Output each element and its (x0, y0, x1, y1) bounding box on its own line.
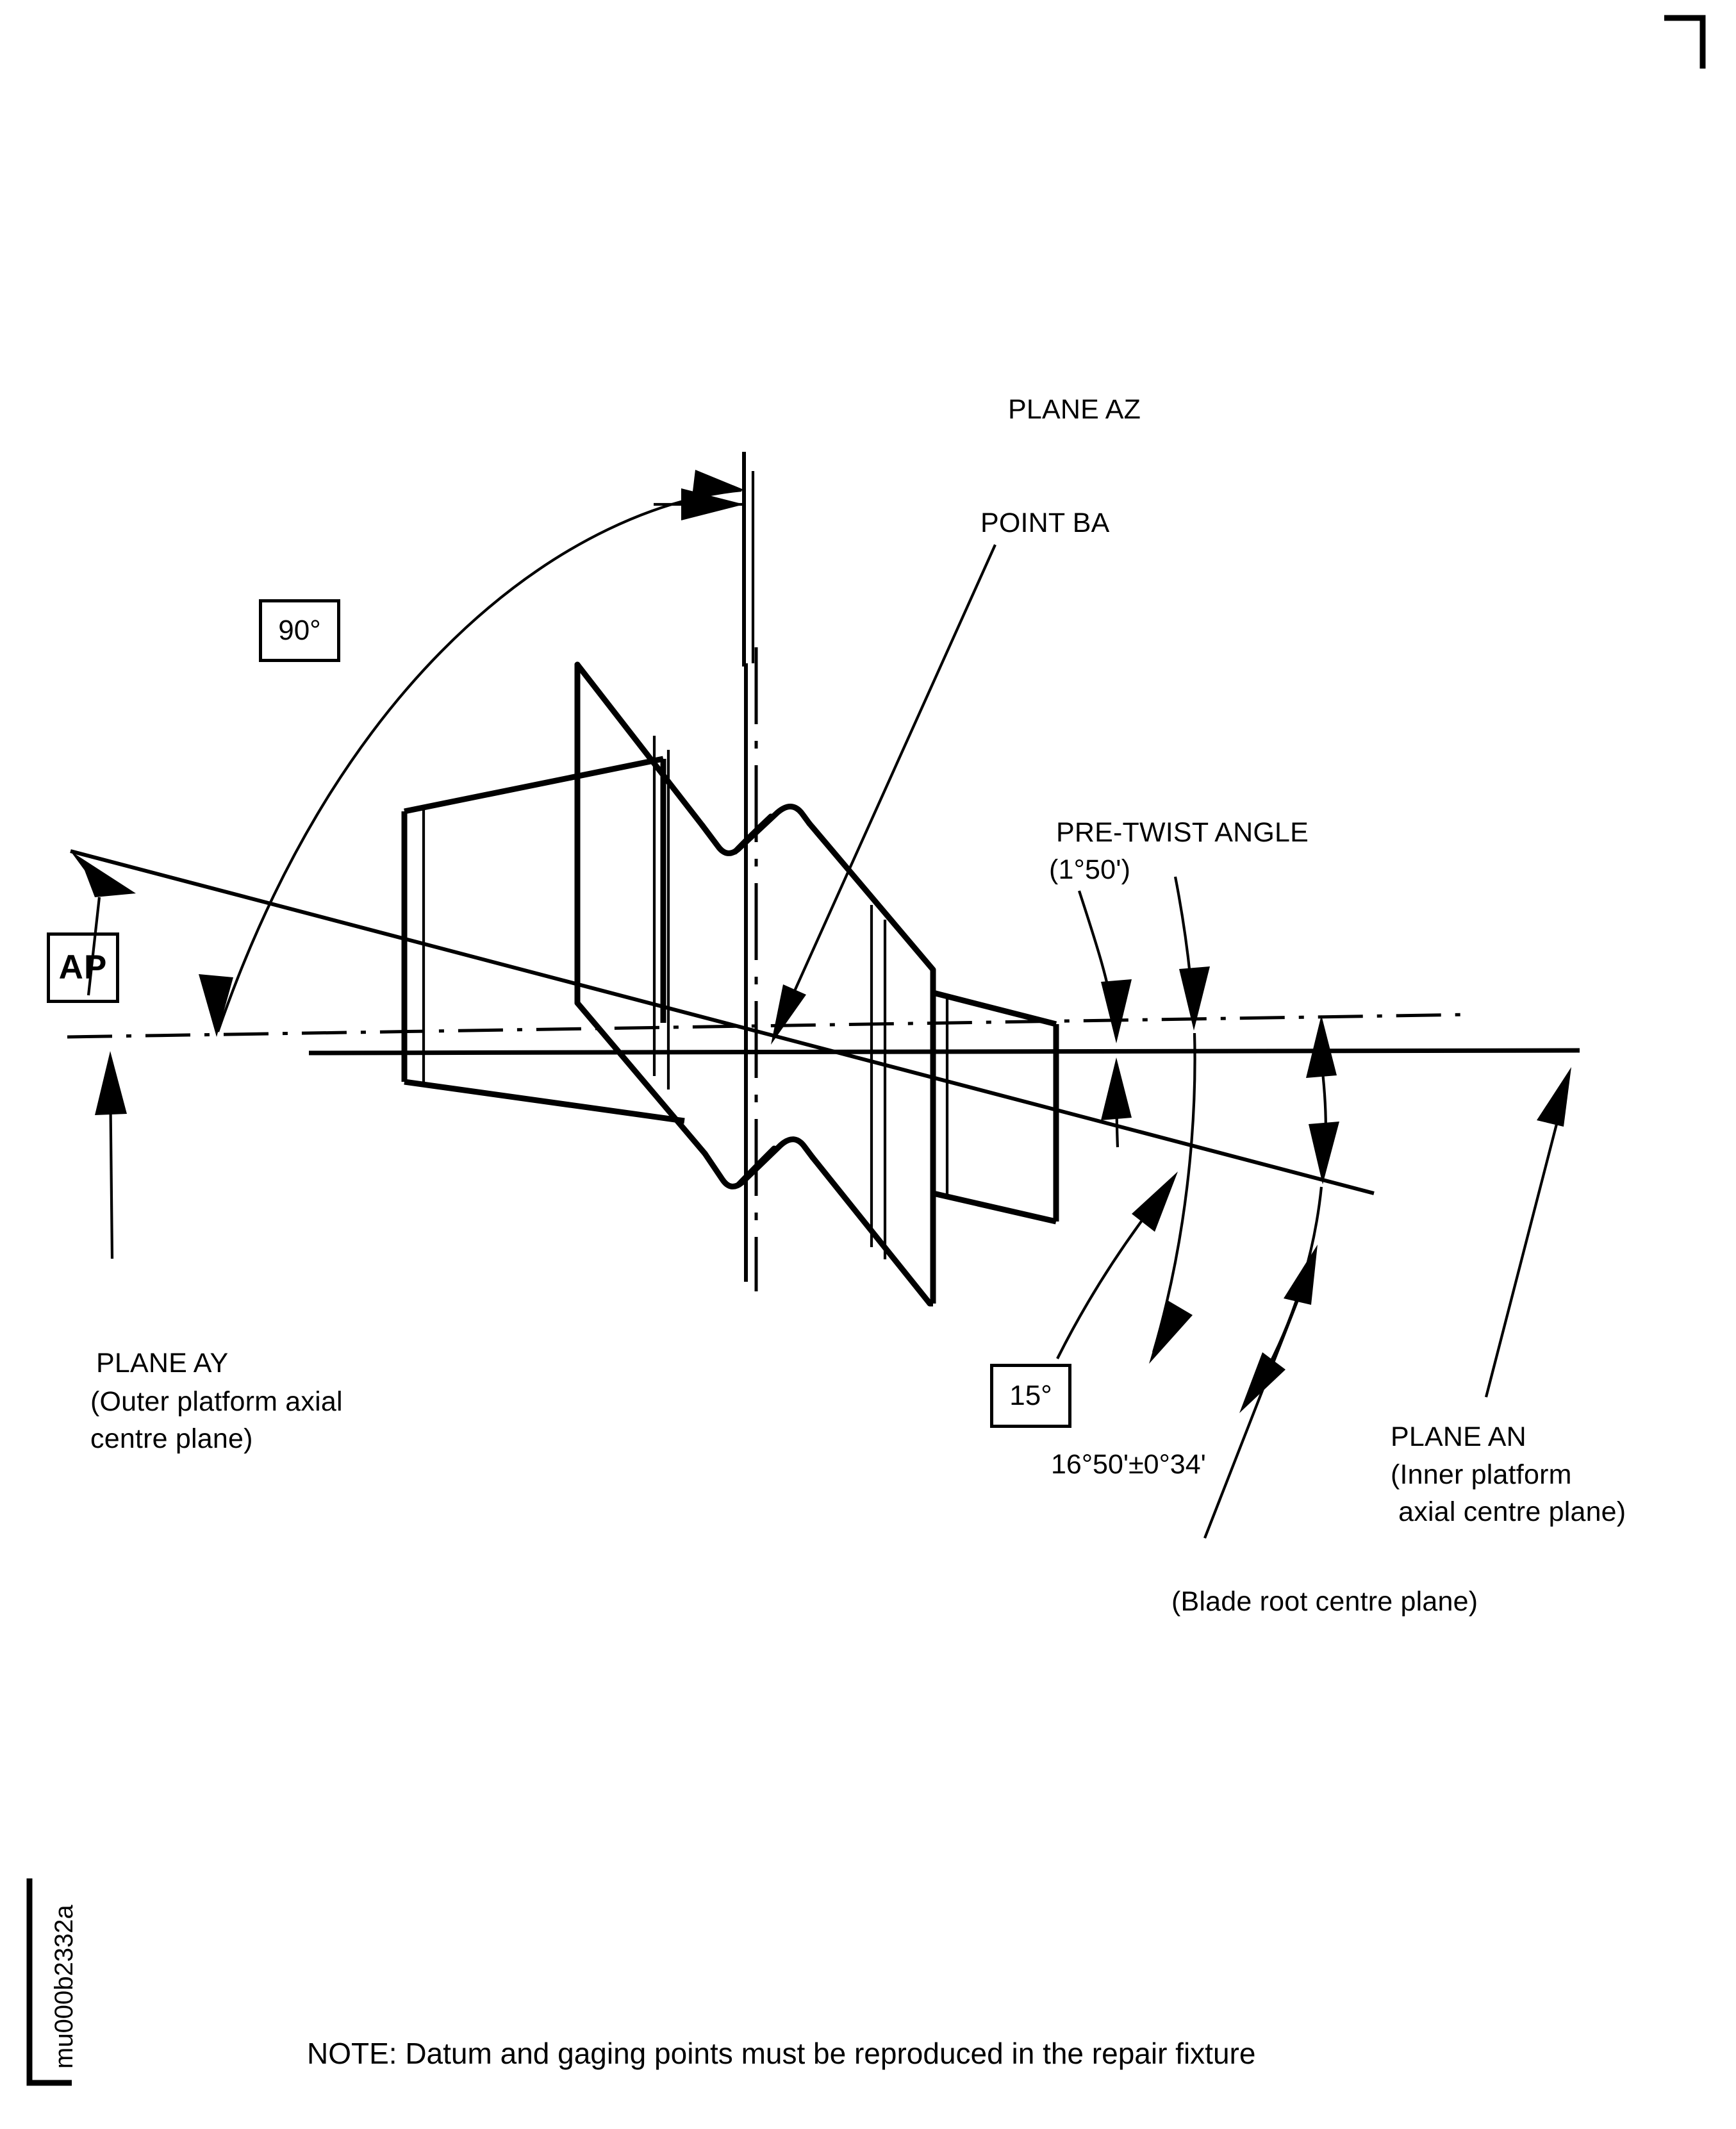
angle-15-box-frame (990, 1364, 1071, 1428)
callout-pre-twist-angle: PRE-TWIST ANGLE (1056, 817, 1309, 848)
plane-ay-long-line (70, 849, 1375, 1195)
datum-ap-box: AP (47, 932, 119, 1003)
drawing-note: NOTE: Datum and gaging points must be re… (307, 2037, 1256, 2070)
blade-geometry (401, 661, 1059, 1307)
callout-pre-twist-angle-value: (1°50') (1049, 854, 1131, 885)
callout-plane-ay-desc-1: (Outer platform axial (90, 1386, 343, 1417)
ap-datum-leader (87, 897, 101, 996)
plane-ay-leader (95, 1051, 127, 1259)
callout-plane-an-desc-1: (Inner platform (1391, 1459, 1572, 1490)
angle-15-box: 15° (990, 1364, 1071, 1428)
datum-ap-box-frame (47, 932, 119, 1003)
pre-twist-angle-dimension (1078, 876, 1210, 1364)
callout-plane-ay: PLANE AY (96, 1348, 229, 1379)
angle-90-arc (199, 470, 745, 1037)
callout-plane-az: PLANE AZ (1008, 394, 1141, 425)
plane-an-leader (1484, 1067, 1571, 1398)
blade-root-centre-plane-line (308, 1048, 1580, 1056)
callout-point-ba: POINT BA (980, 508, 1110, 538)
angle-90-box: 90° (259, 599, 340, 662)
drawing-id-code: mu000b2332a (50, 1905, 78, 2069)
callout-plane-ay-desc-2: centre plane) (90, 1423, 253, 1454)
angle-90-box-frame (259, 599, 340, 662)
corner-crop-mark-bottom-left (26, 1878, 72, 2086)
callout-blade-root-centre-plane: (Blade root centre plane) (1171, 1586, 1478, 1617)
right-angular-dimension (1239, 1015, 1339, 1413)
plane-ay-trace (744, 647, 758, 1291)
callout-plane-an-desc-2: axial centre plane) (1391, 1496, 1626, 1527)
datum-ap-label: AP (58, 948, 108, 986)
angle-90-value: 90° (278, 615, 321, 647)
callout-plane-an: PLANE AN (1391, 1421, 1526, 1452)
angle-15-leader (1056, 1172, 1178, 1359)
corner-crop-mark-top-right (1664, 15, 1706, 69)
blade-root-plane-leader (1203, 1245, 1318, 1539)
angle-15-value: 15° (1009, 1380, 1052, 1412)
point-ba-leader (771, 544, 996, 1045)
callout-angle-toleranced: 16°50'±0°34' (1051, 1449, 1206, 1480)
